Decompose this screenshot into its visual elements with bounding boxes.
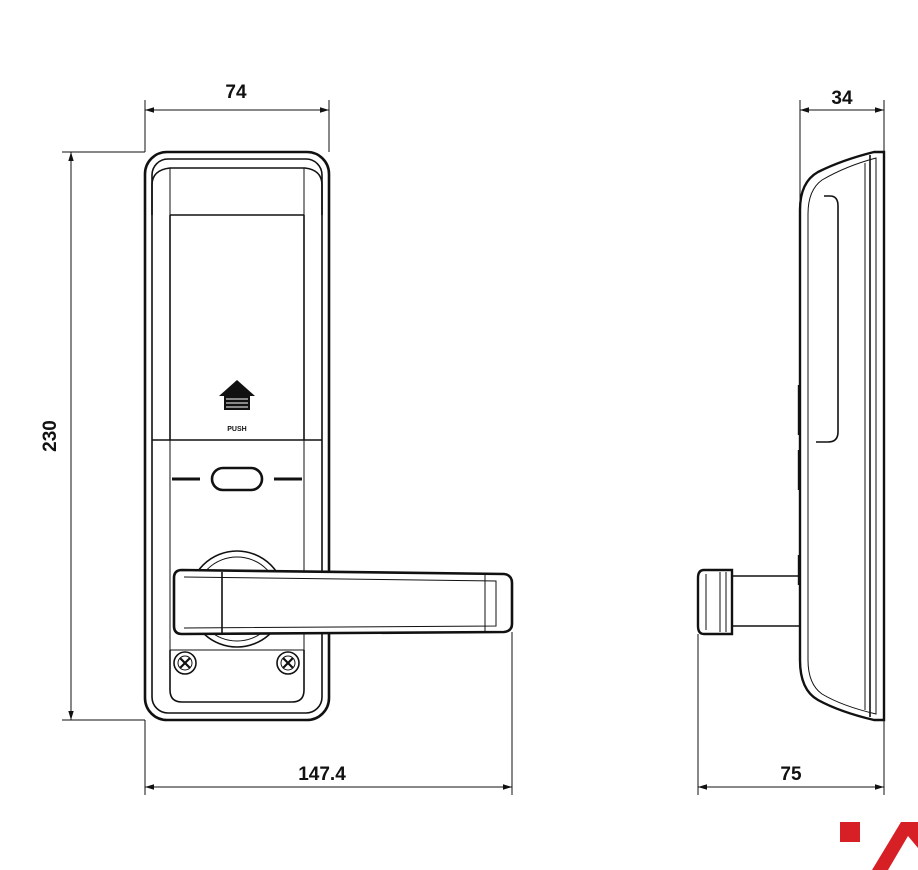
front-body-outline	[143, 150, 331, 722]
push-house-icon	[219, 380, 255, 410]
front-top-cap	[151, 167, 323, 215]
dimension-overall-width	[144, 632, 513, 795]
screw-right	[276, 651, 300, 675]
lever-handle	[172, 568, 514, 636]
front-body-inner	[151, 158, 323, 714]
front-bottom-plate	[169, 650, 305, 703]
side-body-outline	[798, 150, 886, 722]
dimension-side-depth	[799, 100, 885, 205]
fingerprint-sensor	[210, 466, 264, 492]
dim-75-label: 75	[780, 764, 802, 785]
push-label: PUSH	[227, 426, 246, 433]
side-lever-shaft	[731, 575, 800, 627]
front-view: PUSH	[143, 150, 514, 722]
dim-74-label: 74	[225, 82, 247, 103]
side-body-inner	[807, 157, 877, 715]
dim-230-label: 230	[40, 420, 61, 452]
dimension-side-overall	[697, 634, 885, 795]
dim-34-label: 34	[831, 88, 853, 109]
screw-left	[173, 651, 197, 675]
dimension-front-width	[144, 100, 330, 152]
side-lever-end	[696, 568, 734, 636]
dim-147-label: 147.4	[298, 764, 346, 785]
dimension-front-height	[62, 151, 145, 721]
side-recess	[816, 195, 839, 443]
brand-logo	[840, 822, 918, 870]
lever-handle-inner	[183, 576, 497, 629]
side-view	[696, 150, 886, 722]
